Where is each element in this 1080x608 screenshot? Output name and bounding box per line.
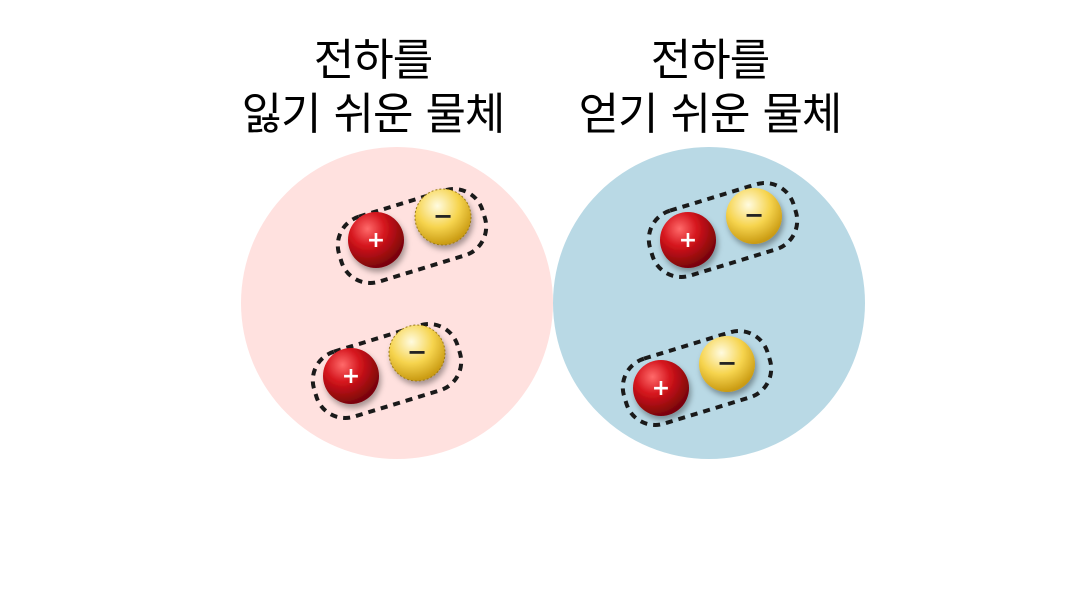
negative-charge: − [414,188,472,246]
right-pair-2: + − [620,329,774,427]
left-object-title: 전하를 잃기 쉬운 물체 [193,34,553,142]
pair-boundary-dashed [646,181,800,279]
right-title-line1: 전하를 [650,35,770,86]
negative-charge: − [388,324,446,382]
right-object-circle [553,147,865,459]
left-title-line2: 잃기 쉬운 물체 [241,89,506,140]
negative-sign: − [407,338,427,366]
positive-sign: + [652,376,670,401]
positive-charge: + [633,360,689,416]
negative-sign: − [433,202,453,230]
right-object-title: 전하를 얻기 쉬운 물체 [530,34,890,142]
right-title-line2: 얻기 쉬운 물체 [578,89,843,140]
negative-sign: − [717,349,737,377]
pair-boundary-dashed [335,187,489,285]
negative-sign: − [744,201,764,229]
left-pair-1: + − [335,187,489,285]
positive-sign: + [342,364,360,389]
pair-boundary-dashed [310,322,464,420]
right-pair-1: + − [646,181,800,279]
left-title-line1: 전하를 [313,35,433,86]
pair-boundary-dashed [620,329,774,427]
positive-charge: + [660,212,716,268]
positive-sign: + [367,228,385,253]
positive-charge: + [348,212,404,268]
negative-charge: − [699,336,755,392]
positive-sign: + [679,228,697,253]
left-pair-2: + − [310,322,464,420]
left-object-circle [241,147,553,459]
positive-charge: + [323,348,379,404]
negative-charge: − [726,188,782,244]
